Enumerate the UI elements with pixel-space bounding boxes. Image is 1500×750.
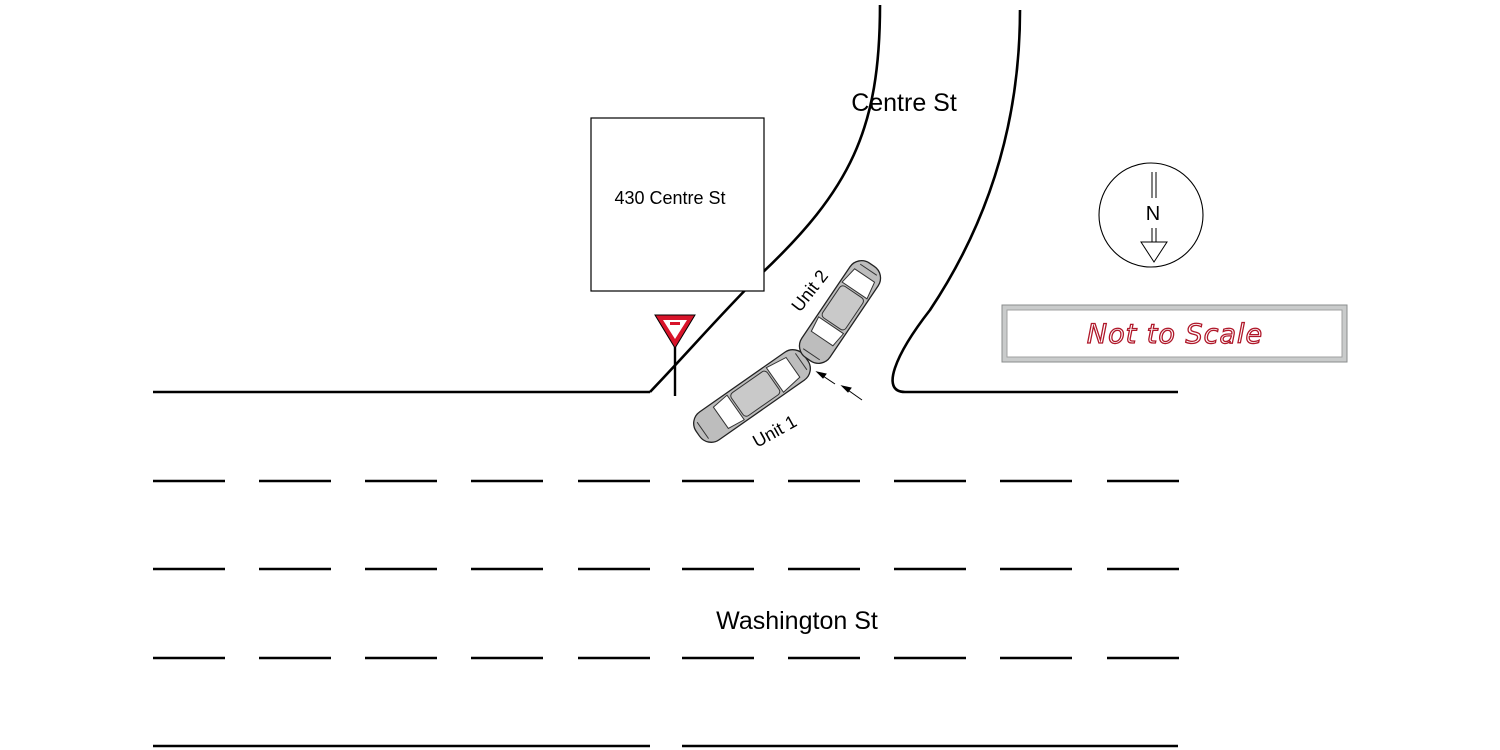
unit-2-vehicle <box>798 260 882 364</box>
not-to-scale-plaque <box>1001 304 1348 363</box>
lane-markings <box>153 479 1179 660</box>
building-430-centre <box>590 117 765 292</box>
building-address-label: 430 Centre St <box>614 188 725 208</box>
impact-arrow-icon <box>815 371 863 401</box>
washington-st-label: Washington St <box>716 607 878 635</box>
compass-north-label: N <box>1146 203 1160 225</box>
centre-east-curb <box>891 9 1022 394</box>
unit-1-label: Unit 1 <box>749 411 800 451</box>
centre-st-label: Centre St <box>851 89 957 117</box>
not-to-scale-label: Not to Scale <box>1087 319 1263 350</box>
centre-west-curb <box>649 4 882 393</box>
yield-sign-icon <box>654 314 696 396</box>
north-compass-icon <box>1098 162 1204 268</box>
